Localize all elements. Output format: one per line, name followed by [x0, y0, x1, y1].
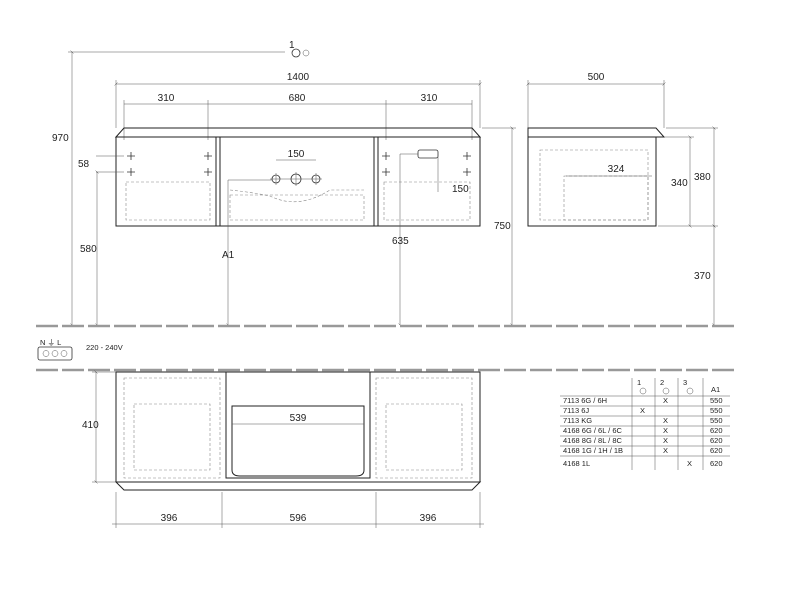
- table-row: 4168 1L X 620: [563, 459, 723, 468]
- dim-basin-width: 539: [290, 413, 307, 424]
- row-col-2: X: [663, 446, 668, 455]
- table-header-1: 1: [637, 378, 641, 387]
- row-a1: 620: [710, 436, 723, 445]
- vanity-cabinet: [115, 136, 481, 227]
- row-a1: 550: [710, 416, 723, 425]
- side-view: 500 324 340 380 370: [528, 72, 718, 325]
- mounting-marks: [127, 152, 471, 176]
- socket-box: [417, 149, 439, 159]
- row-model: 7113 KG: [563, 416, 592, 425]
- drawer-outline-left: [125, 181, 211, 221]
- tap-centerlines: [270, 172, 322, 186]
- plan-left-drawer: [133, 403, 211, 471]
- terminal-icon: [60, 350, 68, 357]
- label-a1: A1: [222, 250, 235, 261]
- dim-mount-right: 635: [392, 236, 409, 247]
- dim-tap-spacing: 150: [288, 149, 305, 160]
- row-a1: 620: [710, 426, 723, 435]
- countertop: [114, 127, 482, 138]
- terminal-icon: [51, 350, 59, 357]
- side-drawer-outline: [539, 149, 649, 221]
- tap-hole-icon: [686, 387, 694, 395]
- tap-hole-icon: [662, 387, 670, 395]
- dim-floor-clearance: 370: [694, 271, 711, 282]
- table-header-3: 3: [683, 378, 687, 387]
- dim-right-offset: 150: [452, 184, 469, 195]
- basin: [231, 405, 365, 477]
- side-inner-outline: [563, 175, 649, 221]
- row-model: 4168 1G / 1H / 1B: [563, 446, 623, 455]
- terminal-block-icon: [37, 346, 73, 361]
- side-cabinet: [527, 136, 657, 227]
- plan-countertop-edge: [114, 481, 482, 491]
- row-a1: 620: [710, 459, 723, 468]
- row-col-2: X: [663, 426, 668, 435]
- dim-side-depth: 500: [588, 72, 605, 83]
- row-col-2: X: [663, 436, 668, 445]
- row-model: 7113 6G / 6H: [563, 396, 607, 405]
- plan-right-drawer: [385, 403, 463, 471]
- row-a1: 550: [710, 406, 723, 415]
- dim-plan-center: 596: [290, 513, 307, 524]
- dim-center-section: 680: [289, 93, 306, 104]
- front-view: 1 1400 310 680 310: [52, 40, 516, 325]
- tap-hole-icon-secondary: [302, 49, 310, 57]
- marker-1-label: 1: [289, 40, 295, 51]
- dim-left-section: 310: [158, 93, 175, 104]
- dim-left-offset: 58: [78, 159, 90, 170]
- terminal-icon: [42, 350, 50, 357]
- dim-mount-left: 580: [80, 244, 97, 255]
- dim-total-height: 970: [52, 133, 69, 144]
- plan-right-cabinet: [375, 377, 473, 479]
- dim-overall-width: 1400: [287, 72, 310, 83]
- dim-inner-depth: 324: [608, 164, 625, 175]
- row-model: 4168 6G / 6L / 6C: [563, 426, 623, 435]
- table-row: 4168 6G / 6L / 6C X 620: [563, 426, 723, 435]
- table-row: 7113 6G / 6H X 550: [563, 396, 723, 405]
- dim-plan-depth: 410: [82, 420, 99, 431]
- drawer-outline-right: [383, 181, 471, 221]
- dim-plan-right: 396: [420, 513, 437, 524]
- dim-right-section: 310: [421, 93, 438, 104]
- row-a1: 550: [710, 396, 723, 405]
- row-col-2: X: [663, 396, 668, 405]
- table-header-2: 2: [660, 378, 664, 387]
- row-model: 4168 1L: [563, 459, 590, 468]
- table-row: 7113 6J X 550: [563, 406, 723, 415]
- dim-cabinet-height: 750: [494, 221, 511, 232]
- row-col-3: X: [687, 459, 692, 468]
- tap-hole-icon: [291, 48, 301, 58]
- terminal-labels: N ⏚ L: [40, 338, 61, 347]
- row-a1: 620: [710, 446, 723, 455]
- side-countertop: [527, 127, 666, 138]
- table-header-a1: A1: [711, 385, 720, 394]
- plan-view: 539 410 396 596 396: [82, 372, 484, 528]
- table-row: 4168 8G / 8L / 8C X 620: [563, 436, 723, 445]
- drawer-outline-center: [229, 194, 365, 221]
- voltage-label: 220 - 240V: [86, 343, 123, 352]
- dim-plan-left: 396: [161, 513, 178, 524]
- floor-break-lines: [36, 324, 736, 372]
- tap-hole-icon: [639, 387, 647, 395]
- dim-side-total: 380: [694, 172, 711, 183]
- row-model: 4168 8G / 8L / 8C: [563, 436, 623, 445]
- compatibility-table: 1 2 3 A1 7113 6G / 6H X 550 7113 6J X 55…: [560, 378, 730, 470]
- plan-left-cabinet: [123, 377, 221, 479]
- row-model: 7113 6J: [563, 406, 589, 415]
- table-row: 4168 1G / 1H / 1B X 620: [563, 446, 723, 455]
- basin-recess: [225, 371, 371, 479]
- row-col-1: X: [640, 406, 645, 415]
- row-col-2: X: [663, 416, 668, 425]
- table-row: 7113 KG X 550: [563, 416, 723, 425]
- plan-outline: [115, 371, 481, 483]
- siphon-cutout: [229, 189, 364, 203]
- dim-body-height: 340: [671, 178, 688, 189]
- electrical-info: N ⏚ L 220 - 240V: [37, 338, 123, 361]
